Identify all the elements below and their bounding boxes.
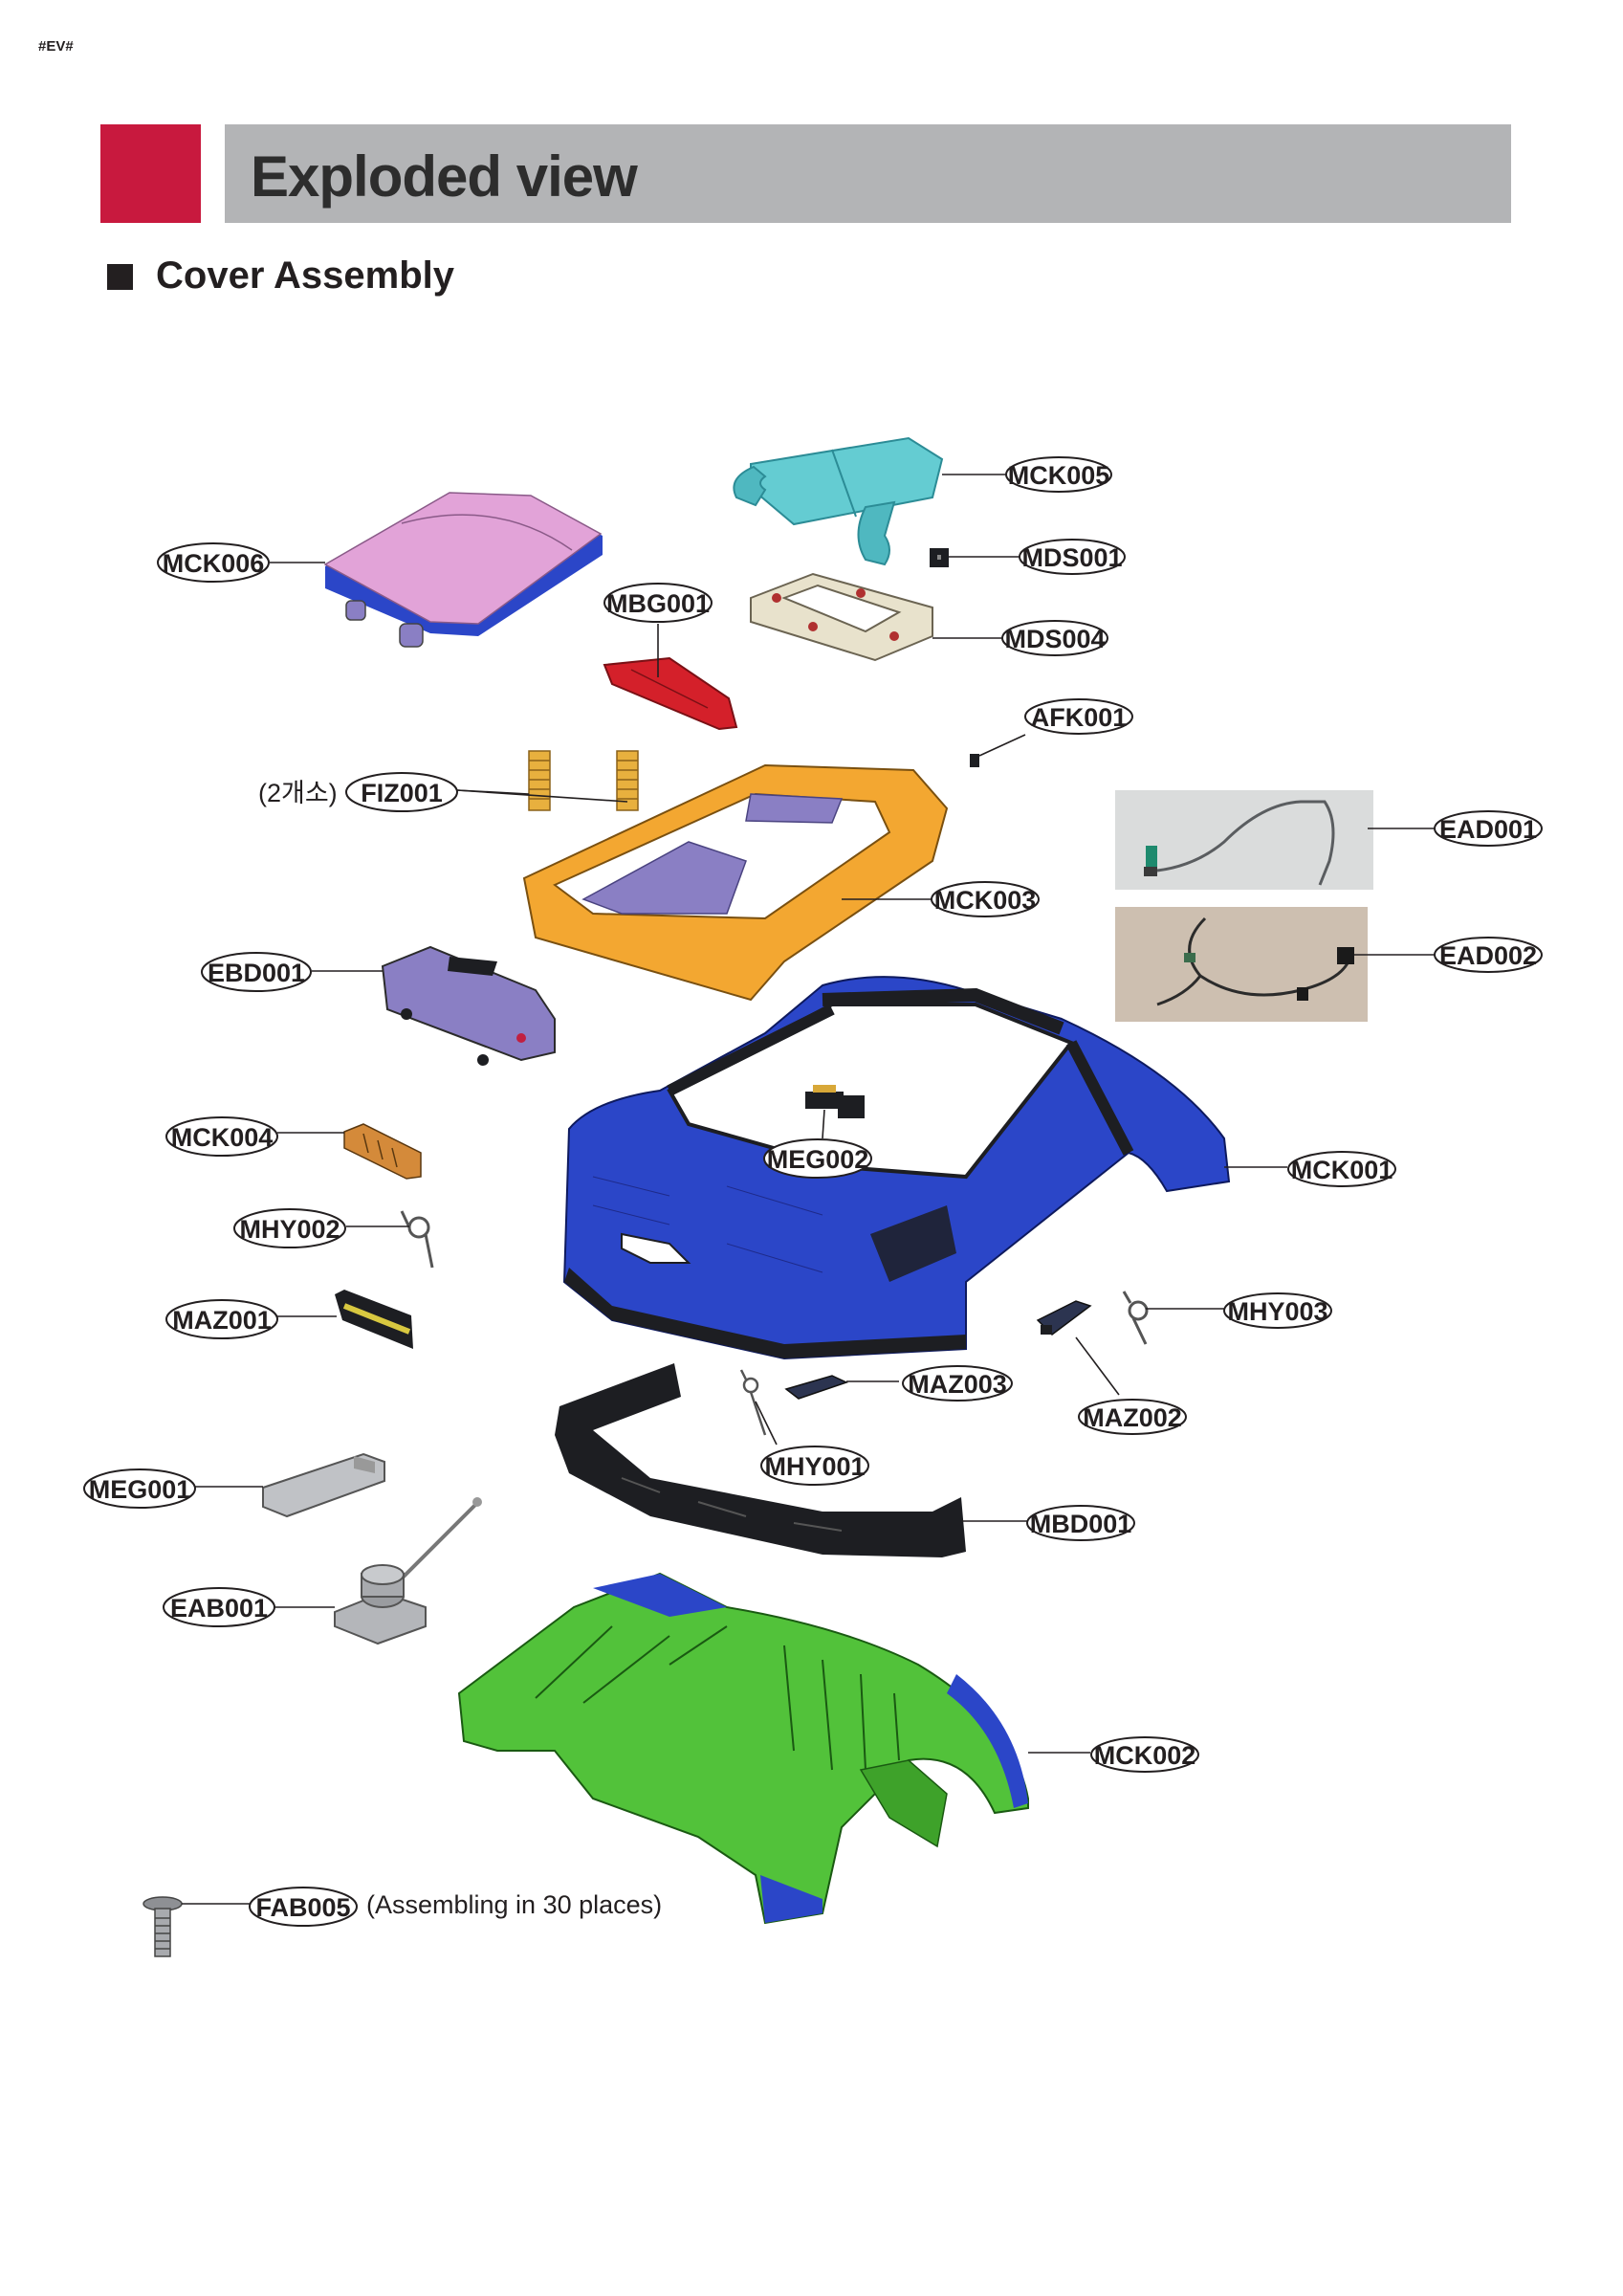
callout-maz002: MAZ002 bbox=[1078, 1399, 1187, 1435]
svg-text:MCK001: MCK001 bbox=[1291, 1156, 1393, 1184]
svg-text:MAZ002: MAZ002 bbox=[1083, 1403, 1182, 1432]
part-mds004-frame bbox=[750, 572, 933, 662]
callout-eab001: EAB001 bbox=[163, 1587, 275, 1627]
svg-text:EAD002: EAD002 bbox=[1439, 941, 1537, 970]
callout-mbd001: MBD001 bbox=[1026, 1505, 1135, 1541]
svg-text:MDS004: MDS004 bbox=[1004, 625, 1105, 653]
svg-text:AFK001: AFK001 bbox=[1031, 703, 1128, 732]
part-meg002 bbox=[805, 1085, 865, 1118]
svg-text:MEG001: MEG001 bbox=[89, 1475, 191, 1504]
part-mck001-body bbox=[562, 976, 1231, 1360]
part-maz003 bbox=[784, 1375, 849, 1400]
callout-mbg001: MBG001 bbox=[603, 583, 713, 623]
svg-text:MCK005: MCK005 bbox=[1008, 461, 1110, 490]
part-mck003-frame bbox=[522, 763, 949, 1002]
callout-meg002: MEG002 bbox=[763, 1138, 872, 1179]
callout-mck005: MCK005 bbox=[1005, 456, 1112, 493]
callout-mhy003: MHY003 bbox=[1223, 1292, 1332, 1329]
callout-mds004: MDS004 bbox=[1001, 620, 1108, 656]
svg-text:MBG001: MBG001 bbox=[606, 589, 710, 618]
svg-text:MDS001: MDS001 bbox=[1021, 543, 1122, 572]
callout-maz001: MAZ001 bbox=[165, 1299, 278, 1339]
svg-text:EAD001: EAD001 bbox=[1439, 815, 1537, 844]
svg-text:MCK006: MCK006 bbox=[163, 549, 265, 578]
part-mhy001-spring bbox=[739, 1369, 767, 1436]
svg-text:FIZ001: FIZ001 bbox=[361, 779, 443, 807]
svg-text:MAZ003: MAZ003 bbox=[908, 1370, 1007, 1399]
svg-text:MCK003: MCK003 bbox=[934, 886, 1037, 915]
part-maz002 bbox=[1036, 1300, 1092, 1336]
part-mck002-base bbox=[457, 1572, 1029, 1925]
header-accent-block bbox=[100, 124, 201, 223]
callout-mhy001: MHY001 bbox=[760, 1446, 869, 1486]
part-ead001-photo bbox=[1115, 790, 1373, 890]
callout-mck004: MCK004 bbox=[165, 1116, 278, 1157]
callout-mck001: MCK001 bbox=[1287, 1151, 1396, 1187]
part-mds001 bbox=[930, 548, 949, 567]
part-mck004-latch bbox=[343, 1123, 422, 1180]
callout-afk001: AFK001 bbox=[1024, 698, 1133, 735]
svg-text:EAB001: EAB001 bbox=[170, 1594, 268, 1623]
leader-lines bbox=[182, 474, 1435, 1905]
callout-fab005: FAB005 bbox=[249, 1887, 358, 1927]
svg-text:MEG002: MEG002 bbox=[767, 1145, 869, 1174]
callout-mhy002: MHY002 bbox=[233, 1208, 346, 1248]
part-mhy003-spring bbox=[1122, 1291, 1149, 1345]
part-ead002-photo bbox=[1115, 907, 1368, 1022]
section-title: Cover Assembly bbox=[156, 254, 454, 297]
callout-mck003: MCK003 bbox=[931, 881, 1040, 917]
page-code: #EV# bbox=[38, 38, 74, 55]
callout-mck002: MCK002 bbox=[1090, 1736, 1199, 1773]
svg-text:MBD001: MBD001 bbox=[1030, 1510, 1132, 1538]
part-afk001 bbox=[970, 754, 979, 767]
part-mck006-top-cover bbox=[323, 492, 603, 648]
section-bullet-square bbox=[107, 264, 133, 290]
part-mhy002-spring bbox=[400, 1210, 434, 1269]
fab005-note: (Assembling in 30 places) bbox=[366, 1890, 662, 1919]
svg-text:MHY001: MHY001 bbox=[764, 1452, 865, 1481]
callout-ebd001: EBD001 bbox=[201, 952, 312, 992]
callout-maz003: MAZ003 bbox=[902, 1365, 1013, 1402]
part-mbg001-button bbox=[603, 656, 738, 731]
callout-ead001: EAD001 bbox=[1434, 810, 1543, 847]
part-maz001 bbox=[335, 1290, 413, 1349]
callout-meg001: MEG001 bbox=[83, 1468, 196, 1509]
part-ebd001-board bbox=[381, 945, 556, 1066]
callout-mds001: MDS001 bbox=[1019, 539, 1126, 575]
callout-fiz001: FIZ001 bbox=[345, 772, 458, 812]
svg-text:MAZ001: MAZ001 bbox=[172, 1306, 272, 1335]
part-meg001 bbox=[262, 1452, 385, 1518]
part-mck005-handle bbox=[733, 436, 944, 566]
svg-text:MHY003: MHY003 bbox=[1227, 1297, 1327, 1326]
callout-mck006: MCK006 bbox=[157, 542, 270, 583]
fiz001-note: (2개소) bbox=[258, 779, 338, 807]
header-bar: Exploded view bbox=[225, 124, 1511, 223]
callout-ead002: EAD002 bbox=[1434, 937, 1543, 973]
svg-text:EBD001: EBD001 bbox=[208, 959, 305, 987]
page-title: Exploded view bbox=[251, 144, 638, 209]
part-eab001 bbox=[334, 1497, 482, 1645]
svg-text:MHY002: MHY002 bbox=[239, 1215, 340, 1244]
svg-text:MCK004: MCK004 bbox=[171, 1123, 274, 1152]
part-fab005-screw bbox=[143, 1896, 183, 1957]
svg-text:FAB005: FAB005 bbox=[255, 1893, 350, 1922]
svg-text:MCK002: MCK002 bbox=[1094, 1741, 1196, 1770]
part-mbd001-bumper bbox=[555, 1363, 966, 1557]
